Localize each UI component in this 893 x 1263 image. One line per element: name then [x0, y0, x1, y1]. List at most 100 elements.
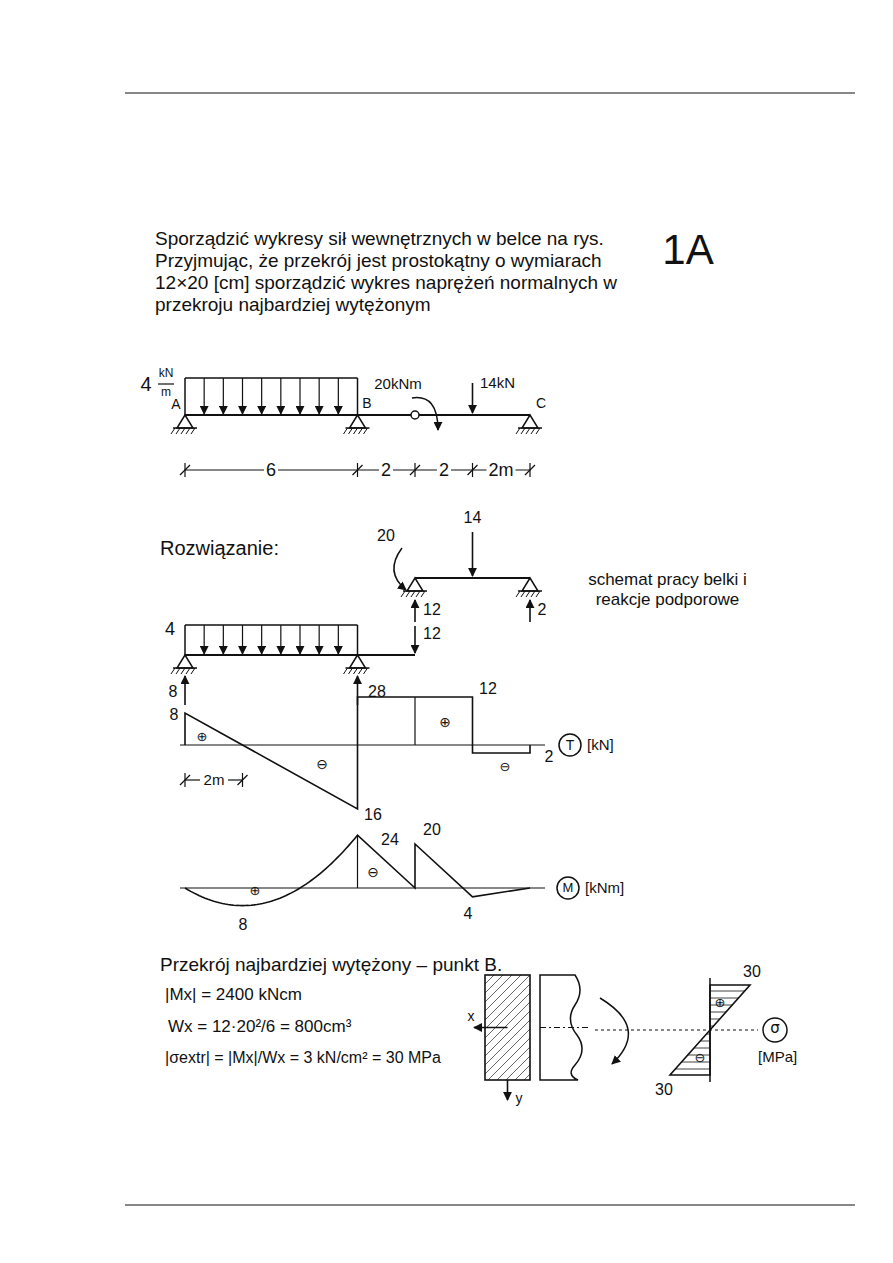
hatch-line: [515, 975, 530, 1080]
stress-value: 30: [655, 1081, 673, 1099]
formula: Wx = 12·20²/6 = 800cm³: [168, 1017, 351, 1037]
load-arrow: [280, 378, 281, 414]
diagram-symbol: M: [563, 881, 574, 896]
moment-value: 24: [381, 831, 399, 849]
support-hatch: [516, 591, 520, 597]
force-arrow: [414, 626, 416, 653]
force-value: 14kN: [480, 374, 515, 391]
beam-segment: [540, 975, 582, 1080]
shear-value: 2: [545, 748, 554, 766]
sign-symbol: ⊕: [715, 996, 726, 1011]
hatch-line: [485, 975, 512, 1080]
moment-value: 20kNm: [374, 375, 422, 392]
load-arrow: [299, 625, 300, 654]
support-symbol: [177, 415, 193, 428]
dimension: 2: [437, 460, 451, 481]
force-value: 12: [423, 625, 441, 643]
dimension-tick: [238, 775, 248, 785]
problem-statement: Sporządzić wykresy sił wewnętrznych w be…: [155, 228, 645, 315]
load-arrow: [280, 625, 281, 654]
hinge-symbol: [411, 411, 419, 419]
support-hatch: [186, 428, 190, 434]
support-hatch: [176, 668, 180, 674]
diagram-symbol-circle: [763, 1018, 787, 1042]
dimension-tick: [353, 465, 363, 475]
support-symbol: [522, 578, 538, 591]
load-value: 4: [165, 619, 175, 640]
reaction-value: 12: [423, 601, 441, 619]
beam: [185, 654, 415, 656]
load-unit: kN: [159, 367, 174, 381]
axis-name: y: [516, 1090, 523, 1106]
support-name: B: [362, 395, 371, 411]
dimension: 2: [379, 460, 393, 481]
load-arrow: [223, 378, 224, 414]
diagram-symbol: σ: [770, 1020, 780, 1037]
unit-label: [kN]: [587, 736, 614, 753]
load-arrow: [223, 625, 224, 654]
support-hatch: [349, 668, 353, 674]
dimension: 2m: [486, 460, 515, 481]
formula: |Mx| = 2400 kNcm: [165, 985, 302, 1005]
load-arrow: [261, 378, 262, 414]
load-value: 4: [140, 373, 151, 396]
reaction-value: 28: [368, 683, 386, 701]
hatch-line: [485, 975, 530, 1080]
fraction-bar: [158, 383, 174, 384]
support-hatch: [349, 428, 353, 434]
stress-hatch: [675, 1069, 710, 1070]
load-arrow: [299, 378, 300, 414]
force-arrow: [472, 383, 474, 413]
support-hatch: [411, 591, 415, 597]
stress-hatch: [694, 1048, 710, 1049]
dimension-tick: [180, 465, 190, 475]
shear-diagram: [185, 697, 530, 809]
load-arrow: [242, 378, 243, 414]
load-line: [185, 377, 358, 379]
support-hatch: [526, 428, 530, 434]
reaction-value: 2: [538, 601, 547, 619]
support-hatch: [421, 591, 425, 597]
diagram-axis: [180, 744, 545, 745]
section-heading: Rozwiązanie:: [160, 537, 279, 560]
moment-value: 20: [377, 527, 395, 545]
reaction-arrow: [184, 676, 186, 705]
diagram-symbol-circle: [559, 734, 581, 756]
load-line: [184, 625, 186, 655]
support-hatch: [171, 668, 175, 674]
reaction-value: 8: [169, 683, 178, 701]
dimension-tick: [468, 465, 478, 475]
header-rule: [125, 93, 855, 94]
moment-arrow: [412, 398, 438, 430]
shear-value: 16: [364, 806, 382, 824]
problem-number: 1A: [662, 226, 713, 274]
stress-hatch: [710, 1019, 720, 1020]
support-hatch: [536, 428, 540, 434]
support-hatch: [344, 668, 348, 674]
support-hatch: [531, 591, 535, 597]
support-symbol: [350, 415, 366, 428]
support-hatch: [181, 428, 185, 434]
section-hatch: [485, 975, 530, 1080]
sign-symbol: ⊖: [695, 1051, 706, 1066]
stress-hatch: [710, 1012, 726, 1013]
sign-symbol: ⊖: [316, 756, 328, 772]
load-arrow: [204, 378, 205, 414]
dimension: 2m: [202, 771, 227, 788]
load-arrow: [319, 378, 320, 414]
center-line: [540, 1027, 590, 1028]
support-hatch: [416, 591, 420, 597]
diagram-divider: [414, 697, 415, 745]
sign-symbol: ⊕: [439, 714, 451, 730]
hatch-line: [485, 975, 530, 1080]
reaction-arrow: [414, 600, 416, 622]
load-arrow: [261, 625, 262, 654]
support-hatch: [186, 668, 190, 674]
support-hatch: [401, 591, 405, 597]
moment-arrow: [394, 548, 406, 590]
support-symbol: [177, 655, 193, 668]
hatch-line: [524, 975, 530, 1080]
